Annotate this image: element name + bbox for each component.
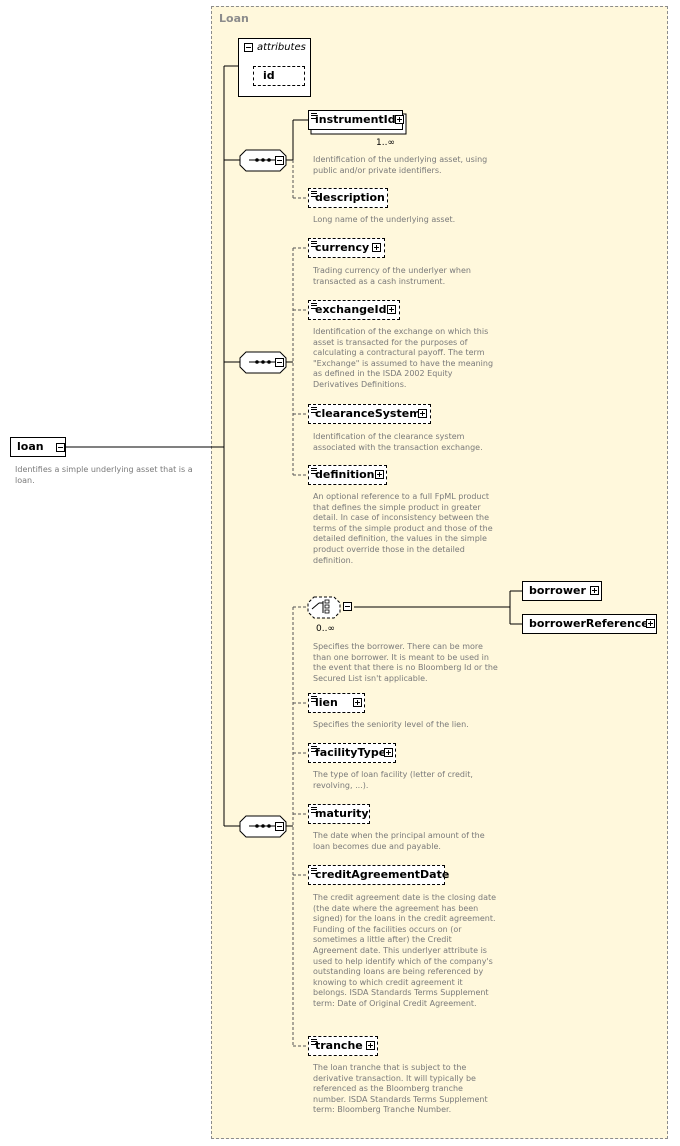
loan-description: Identifies a simple underlying asset tha… <box>15 465 193 485</box>
choice-description: Specifies the borrower. There can be mor… <box>313 642 498 683</box>
expand-currency-icon[interactable] <box>372 243 381 252</box>
loan-type-panel <box>211 6 668 1139</box>
element-instrumentId-label: instrumentId <box>315 113 396 126</box>
attribute-id[interactable]: id <box>253 66 305 86</box>
instrumentId-description: Identification of the underlying asset, … <box>313 155 488 175</box>
expand-lien-icon[interactable] <box>353 698 362 707</box>
maturity-description: The date when the principal amount of th… <box>313 831 485 851</box>
element-loan[interactable]: loan <box>10 437 66 457</box>
collapse-attributes-icon[interactable] <box>244 43 253 52</box>
element-clearanceSystem-label: clearanceSystem <box>315 407 421 420</box>
expand-borrower-icon[interactable] <box>590 586 599 595</box>
element-borrower-label: borrower <box>529 584 586 597</box>
element-borrowerReference[interactable]: borrowerReference <box>522 614 657 634</box>
creditAgreementDate-description: The credit agreement date is the closing… <box>313 893 497 1008</box>
expand-clearanceSystem-icon[interactable] <box>418 409 427 418</box>
element-instrumentId[interactable]: instrumentId <box>308 110 403 130</box>
expand-definition-icon[interactable] <box>375 470 384 479</box>
expand-instrumentId-icon[interactable] <box>395 115 404 124</box>
expand-facilityType-icon[interactable] <box>384 748 393 757</box>
element-facilityType-label: facilityType <box>315 746 387 759</box>
element-tranche-label: tranche <box>315 1039 363 1052</box>
element-description-label: description <box>315 191 385 204</box>
clearanceSystem-description: Identification of the clearance system a… <box>313 432 483 452</box>
sequence-compositor-2 <box>239 351 287 374</box>
exchangeId-description: Identification of the exchange on which … <box>313 327 494 389</box>
instrumentId-cardinality: 1..∞ <box>376 138 395 148</box>
choice-cardinality: 0..∞ <box>316 624 335 634</box>
description-description: Long name of the underlying asset. <box>313 215 456 224</box>
collapse-sequence-3-icon[interactable] <box>275 822 284 831</box>
definition-description: An optional reference to a full FpML pro… <box>313 492 493 565</box>
element-definition[interactable]: definition <box>308 465 387 485</box>
element-currency-label: currency <box>315 241 370 254</box>
element-lien-label: lien <box>315 696 338 709</box>
element-maturity-label: maturity <box>315 807 369 820</box>
expand-borrowerReference-icon[interactable] <box>646 619 655 628</box>
element-currency[interactable]: currency <box>308 238 385 258</box>
element-description[interactable]: description <box>308 188 388 208</box>
element-lien[interactable]: lien <box>308 693 365 713</box>
facilityType-description: The type of loan facility (letter of cre… <box>313 770 473 790</box>
lien-description: Specifies the seniority level of the lie… <box>313 720 469 729</box>
collapse-choice-icon[interactable] <box>343 602 352 611</box>
element-facilityType[interactable]: facilityType <box>308 743 396 763</box>
element-creditAgreementDate-label: creditAgreementDate <box>315 868 450 881</box>
element-exchangeId-label: exchangeId <box>315 303 387 316</box>
choice-compositor <box>307 596 341 619</box>
element-borrowerReference-label: borrowerReference <box>529 617 649 630</box>
element-exchangeId[interactable]: exchangeId <box>308 300 400 320</box>
collapse-loan-icon[interactable] <box>56 443 65 452</box>
expand-exchangeId-icon[interactable] <box>387 305 396 314</box>
element-borrower[interactable]: borrower <box>522 581 602 601</box>
collapse-sequence-1-icon[interactable] <box>275 156 284 165</box>
attributes-label: attributes <box>257 42 306 53</box>
tranche-description: The loan tranche that is subject to the … <box>313 1063 488 1115</box>
element-definition-label: definition <box>315 468 375 481</box>
element-maturity[interactable]: maturity <box>308 804 370 824</box>
element-clearanceSystem[interactable]: clearanceSystem <box>308 404 431 424</box>
expand-tranche-icon[interactable] <box>366 1041 375 1050</box>
sequence-compositor-1 <box>239 149 287 172</box>
element-creditAgreementDate[interactable]: creditAgreementDate <box>308 865 449 885</box>
element-tranche[interactable]: tranche <box>308 1036 378 1056</box>
element-loan-label: loan <box>17 440 44 453</box>
collapse-sequence-2-icon[interactable] <box>275 358 284 367</box>
currency-description: Trading currency of the underlyer when t… <box>313 266 471 286</box>
sequence-compositor-3 <box>239 815 287 838</box>
panel-title: Loan <box>219 12 249 25</box>
